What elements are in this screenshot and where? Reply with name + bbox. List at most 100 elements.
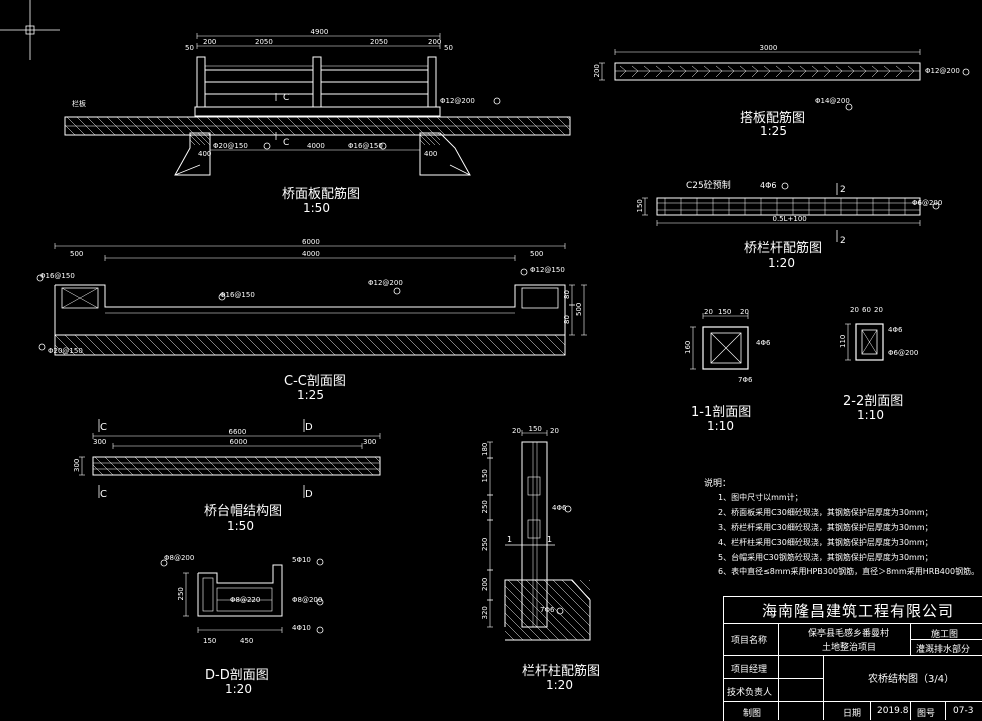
section-11-scale: 1:10 [707,419,734,433]
ground-line [449,164,471,176]
cc-foundation [54,334,566,356]
abutment-hatch [422,132,436,146]
cc-foundation-hatch [54,344,66,356]
cap-hatch [234,456,254,476]
rebar-label: 4Φ6 [888,326,903,334]
post-footing-hatch [552,579,591,618]
post-scale: 1:20 [546,678,573,692]
company-name: 海南隆昌建筑工程有限公司 [762,602,955,620]
cap-hatch [324,456,344,476]
callout-circle [263,142,271,150]
note-6: 6、表中直径≤8mm采用HPB300钢筋，直径＞8mm采用HRB400钢筋。 [718,567,980,576]
dim-label: 50 [444,44,453,52]
callout-circle [316,626,324,634]
rebar-label: 7Φ6 [540,606,555,614]
dim-label: 50 [185,44,194,52]
section-22-scale: 1:10 [857,408,884,422]
cc-foundation-hatch [434,334,456,356]
dim-label: 2050 [370,38,388,46]
slab-rebar-mark [823,70,831,78]
cap-body [92,456,381,476]
cc-foundation-hatch [324,334,346,356]
slab-rebar-mark [619,70,627,78]
dim-label: 80 [563,315,571,324]
deck-hatch [566,116,571,121]
s22-core [861,329,878,355]
cc-foundation-hatch [104,334,126,356]
dim-label: 20 [704,308,713,316]
slab-rebar-mark [859,65,867,72]
cap-hatch [294,456,314,476]
cc-foundation-hatch [234,334,256,356]
dim-label: 400 [198,150,211,158]
dim-label: 4900 [311,28,329,36]
slab-rebar-mark [679,65,687,72]
abutment-hatch [192,132,206,146]
s22-diag [861,329,878,355]
deck-top-slab [194,106,441,117]
cc-foundation-hatch [474,334,496,356]
rebar-label: Φ6@200 [888,349,918,357]
dim-label: 60 [862,306,871,314]
railing-post [196,56,206,108]
note-3: 3、桥栏杆采用C30细砼现浇，其钢筋保护层厚度为30mm； [718,523,933,532]
s11-diag [710,332,742,364]
slab-rebar-mark [895,70,903,78]
slab-rebar-mark [667,70,675,78]
sheet-value: 07-3 [953,706,974,716]
note-2: 2、桥面板采用C30细砼现浇，其钢筋保护层厚度为30mm； [718,508,933,517]
cap-hatch [374,456,381,463]
dd-rebar-cage [202,577,214,612]
dd-body [197,564,283,617]
cc-foundation-hatch [514,334,536,356]
discipline: 灌溉排水部分 [916,645,971,655]
dim-label: 20 [740,308,749,316]
section-dd-scale: 1:20 [225,682,252,696]
slab-rebar-mark [631,65,639,72]
dim-label: 250 [481,500,489,513]
dim-label: 0.5L+100 [773,215,807,223]
slab-rebar-mark [751,70,759,78]
abutment-hatch [419,134,431,146]
deck-label-railboard: 栏板 [72,99,86,108]
dim-label: 250 [481,538,489,551]
cc-foundation-hatch [534,334,556,356]
dim-label: 180 [481,443,489,456]
rebar-label: 4Φ6 [760,181,776,190]
cap-hatch [304,456,324,476]
abutment-right [419,132,471,176]
slab-rebar-mark [739,70,747,78]
abutment-cap-title: 桥台帽结构图 [204,504,283,519]
cc-foundation-hatch [244,334,266,356]
cc-foundation-hatch [64,334,86,356]
deck-hatch [556,116,571,131]
cap-hatch [264,456,284,476]
ground-line [174,164,201,176]
cc-foundation-hatch [154,334,176,356]
section-mark-d: D [305,489,313,500]
dd-rebar-cage [216,587,273,612]
section-mark-c: C [100,422,107,433]
cc-body [54,284,566,336]
callout-circle [36,274,44,282]
section-mark-c: C [100,489,107,500]
note-1: 1、图中尺寸以mm计； [718,493,803,502]
cc-foundation-hatch [464,334,486,356]
slab-rebar-mark [619,65,627,72]
cc-foundation-hatch [84,334,106,356]
dim-label: 80 [563,290,571,299]
slab-title: 搭板配筋图 [740,111,806,126]
slab-rebar-mark [907,70,915,78]
callout-circle [845,103,853,111]
rebar-label: 4Φ6 [756,339,771,347]
slab-rebar-mark [727,65,735,72]
dim-label: 300 [93,438,106,446]
railing-post [427,56,437,108]
date-label: 日期 [843,709,862,719]
cap-hatch [164,456,184,476]
post-footing-hatch [504,603,542,641]
cc-foundation-hatch [254,334,276,356]
rebar-label: Φ14@200 [815,97,850,105]
slab-rebar-mark [691,65,699,72]
